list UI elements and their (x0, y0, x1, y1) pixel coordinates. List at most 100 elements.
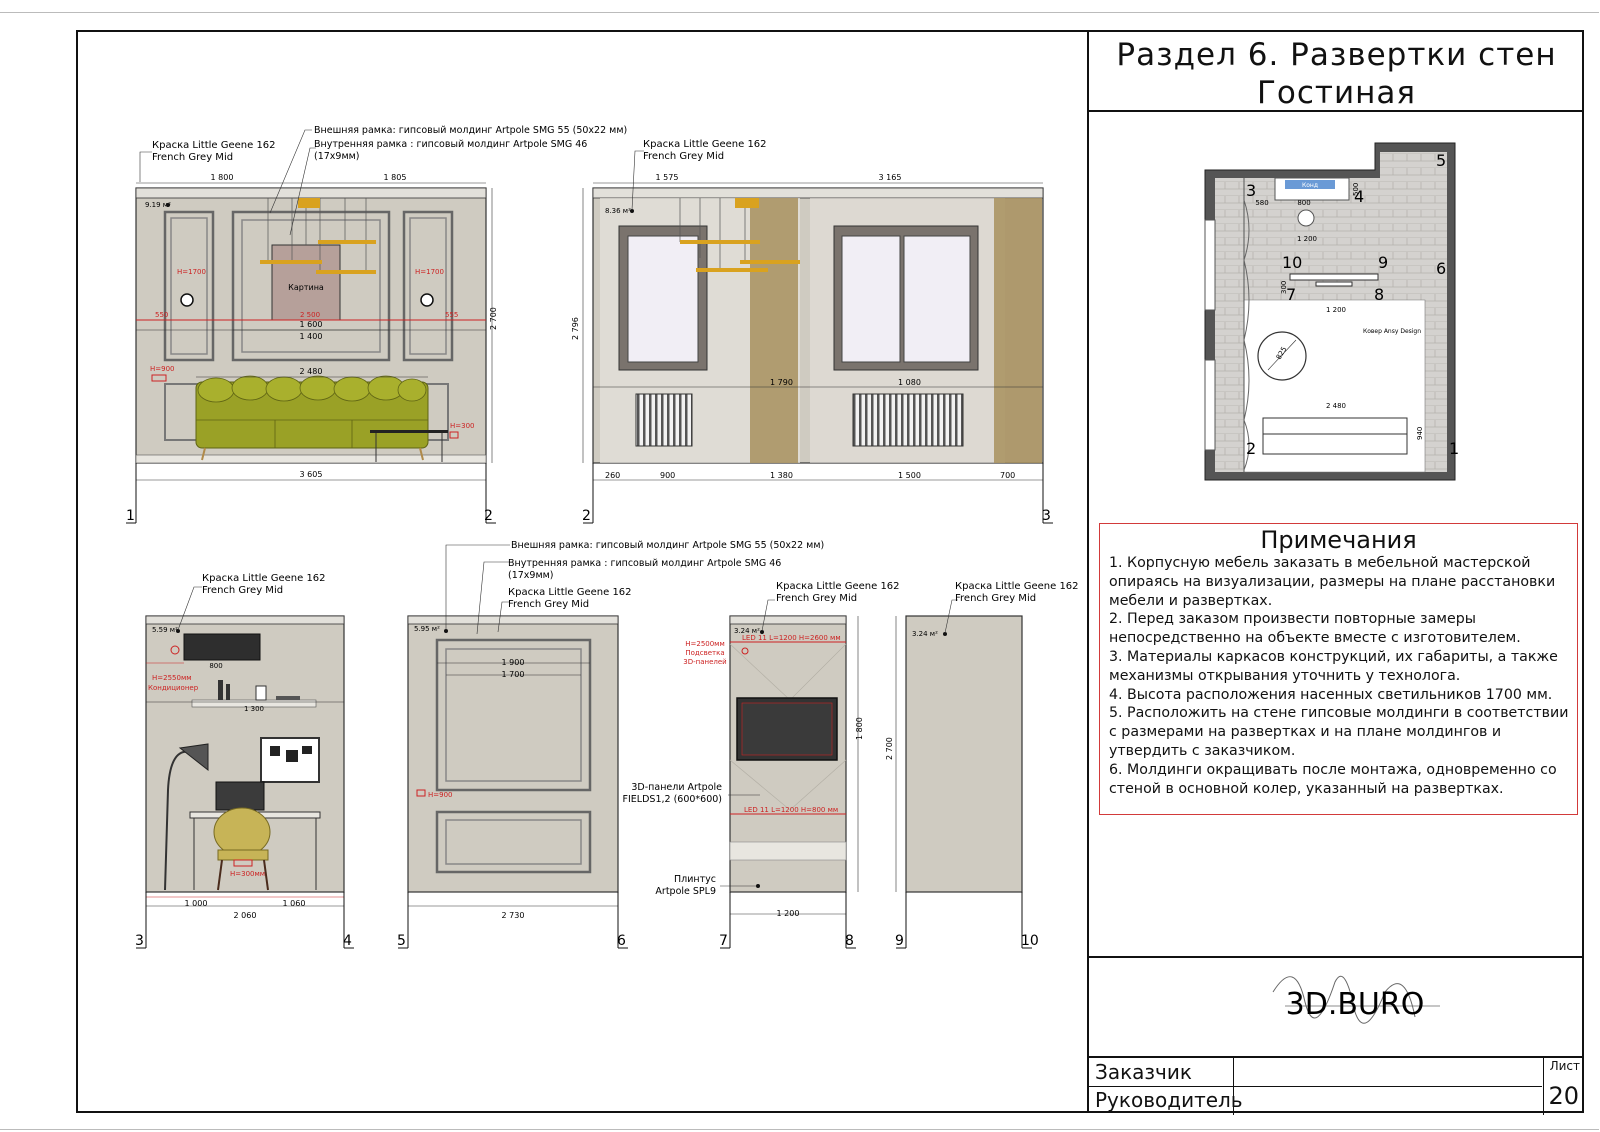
w4-paint-name: French Grey Mid (508, 599, 589, 610)
plan-n1: 1 (1449, 439, 1459, 458)
led-top: LED 11 L=1200 H=2600 мм (742, 634, 841, 642)
dim-w1-top-b: 1 805 (384, 173, 407, 182)
plan-d1200a: 1 200 (1297, 235, 1317, 243)
w3-paint-label: Краска Little Geene 162 (202, 573, 326, 584)
picture-label: Картина (288, 283, 324, 292)
note-item: 6. Молдинги окращивать после монтажа, од… (1109, 761, 1557, 797)
w1-paint-label: Краска Little Geene 162 (152, 140, 276, 151)
dim-w1-frame2: 1 400 (300, 332, 323, 341)
stamp-row-customer: Заказчик (1087, 1058, 1584, 1086)
plan-carpet: Ковер Ansy Design (1363, 328, 1421, 335)
company-logo: 3D.BURO (1272, 975, 1440, 1024)
wall-elevation-9-10: 3.24 м² 2 700 Краска Little Geene 162 Fr… (885, 581, 1079, 949)
w5-paint-name: French Grey Mid (776, 593, 857, 604)
axis-label-3: 3 (1042, 508, 1051, 524)
title-line-1: Раздел 6. Развертки стен (1116, 37, 1557, 73)
dim-w6-height: 2 700 (885, 737, 894, 760)
sheet-label: Лист (1549, 1059, 1580, 1073)
w1-inner-frame-size: (17x9мм) (314, 151, 360, 162)
socket-h300: H=300 (450, 422, 475, 430)
dim-w2-b4: 1 500 (898, 471, 921, 480)
axis-label-6: 6 (617, 933, 626, 949)
dim-w1-top-a: 1 800 (211, 173, 234, 182)
stamp-manager: Руководитель (1095, 1088, 1243, 1112)
sconce-height-left: H=1700 (177, 268, 206, 276)
ac-height: H=2550мм (152, 674, 192, 682)
plan-n3: 3 (1246, 181, 1256, 200)
plan-n10: 10 (1282, 253, 1302, 272)
area-w2: 8.36 м² (605, 207, 631, 215)
title-divider (1089, 110, 1584, 112)
wall-elevation-5-6: H=900 5.95 м² 2 730 1 900 1 700 Внешняя … (397, 540, 824, 949)
w1-inner-frame-label: Внутренняя рамка : гипсовый молдинг Artp… (314, 139, 587, 150)
axis-label-8: 8 (845, 933, 854, 949)
w5-panels-model: FIELDS1,2 (600*600) (623, 794, 722, 805)
axis-label-2b: 2 (582, 508, 591, 524)
area-w1: 9.19 м² (145, 201, 171, 209)
dim-w1-total: 3 605 (300, 470, 323, 479)
backlight-object: 3D-панелей (683, 658, 726, 666)
wall-elevation-2-3: 8.36 м² 1 575 3 165 2 796 260 900 1 380 … (571, 139, 1053, 524)
dim-2500: 2 500 (300, 311, 320, 319)
axis-label-3b: 3 (135, 933, 144, 949)
area-w4: 5.95 м² (414, 625, 440, 633)
axis-label-2: 2 (484, 508, 493, 524)
dim-550: 550 (155, 311, 168, 319)
plan-n8: 8 (1374, 285, 1384, 304)
plinth-model: Artpole SPL9 (655, 886, 716, 897)
axis-label-1: 1 (126, 508, 135, 524)
wall-elevation-7-8: LED 11 L=1200 H=2600 мм LED 11 L=1200 H=… (623, 581, 900, 949)
area-w5: 3.24 м² (734, 627, 760, 635)
plinth-label: Плинтус (674, 874, 716, 885)
plan-d500: 500 (1352, 183, 1360, 196)
dim-w2-height: 2 796 (571, 317, 580, 340)
plan-d800: 800 (1297, 199, 1310, 207)
notes-title: Примечания (1260, 526, 1417, 554)
plan-n9: 9 (1378, 253, 1388, 272)
page-title: Раздел 6. Развертки стен Гостиная (1089, 36, 1584, 112)
dim-w2-b1: 260 (605, 471, 620, 480)
note-item: 5. Расположить на стене гипсовые молдинг… (1109, 705, 1569, 759)
floor-plan: Конд Ковер Ansy Design 800 580 500 1 200… (1204, 142, 1459, 481)
plan-d1200b: 1 200 (1326, 306, 1346, 314)
dim-w3-shelf: 1 300 (244, 705, 264, 713)
dim-w5-total: 1 200 (777, 909, 800, 918)
page-border (0, 12, 1599, 1130)
dim-w3-total: 2 060 (234, 911, 257, 920)
title-line-2: Гостиная (1256, 75, 1417, 111)
plan-n4: 4 (1354, 187, 1364, 206)
dim-w2-rad1: 1 790 (770, 378, 793, 387)
dim-w2-b3: 1 380 (770, 471, 793, 480)
dim-w3-a: 1 000 (185, 899, 208, 908)
dim-w4-total: 2 730 (502, 911, 525, 920)
w6-paint-name: French Grey Mid (955, 593, 1036, 604)
notes-box: Примечания 1. Корпусную мебель заказать … (1099, 523, 1578, 815)
dim-w1-height: 2 700 (489, 307, 498, 330)
backlight-label: Подсветка (685, 649, 724, 657)
sheet-number: 20 (1548, 1082, 1579, 1110)
plan-cond: Конд (1302, 182, 1318, 189)
dim-w3-b: 1 060 (283, 899, 306, 908)
plan-d2480: 2 480 (1326, 402, 1346, 410)
stamp-row-manager: Руководитель (1087, 1086, 1584, 1114)
note-item: 1. Корпусную мебель заказать в мебельной… (1109, 555, 1556, 609)
dim-w1-frame: 1 600 (300, 320, 323, 329)
axis-label-5: 5 (397, 933, 406, 949)
stamp-divider-h (1087, 1086, 1542, 1087)
w4-inner-frame-label: Внутренняя рамка : гипсовый молдинг Artp… (508, 558, 781, 569)
dim-w2-b: 3 165 (879, 173, 902, 182)
plan-n5: 5 (1436, 151, 1446, 170)
led-bottom: LED 11 L=1200 H=800 мм (744, 806, 838, 814)
wall-elevation-1-2: Картина H=1700 H=1700 (126, 125, 627, 524)
drawing-frame (76, 30, 1584, 1113)
plan-n2: 2 (1246, 439, 1256, 458)
axis-label-9: 9 (895, 933, 904, 949)
plan-d300: 300 (1280, 281, 1288, 294)
w3-paint-name: French Grey Mid (202, 585, 283, 596)
plan-d940: 940 (1416, 427, 1424, 440)
socket-h300mm: H=300мм (230, 870, 265, 878)
area-w6: 3.24 м² (912, 630, 938, 638)
w1-outer-frame-label: Внешняя рамка: гипсовый молдинг Artpole … (314, 125, 627, 136)
dim-w3-ac: 800 (209, 662, 222, 670)
note-item: 4. Высота расположения насенных светильн… (1109, 686, 1553, 703)
